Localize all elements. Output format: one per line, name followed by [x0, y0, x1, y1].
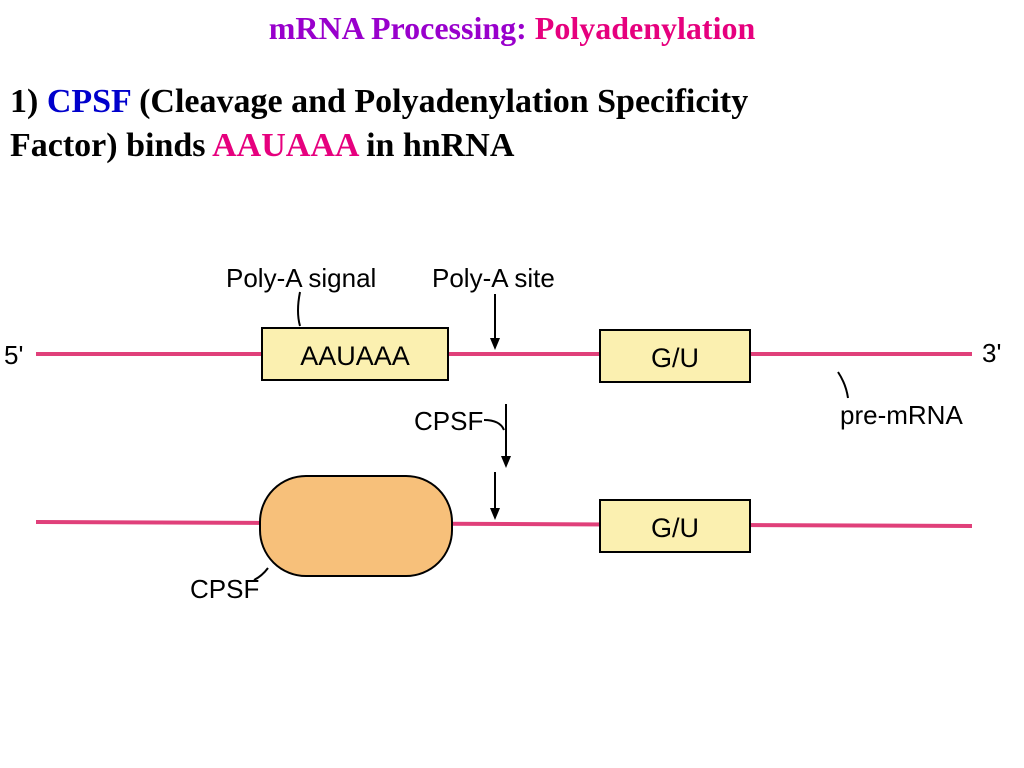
premrna-pointer: [837, 371, 849, 399]
title-part-polyadenylation: Polyadenylation: [534, 10, 756, 46]
step-factor: CPSF: [46, 83, 131, 120]
step-desc-line3: in hnRNA: [366, 127, 515, 164]
cpsf-bound-label: CPSF: [190, 574, 259, 604]
polya-site-arrow-head: [490, 338, 500, 350]
cpsf-bound-pointer: [253, 567, 269, 581]
gu-box-top: [599, 329, 751, 383]
step-description: 1) CPSF (Cleavage and Polyadenylation Sp…: [10, 80, 1010, 168]
step-desc-line1: (Cleavage and Polyadenylation Specificit…: [139, 83, 749, 120]
premrna-label: pre-mRNA: [840, 400, 963, 430]
step-number: 1): [10, 83, 39, 120]
gu-box-bottom: [599, 499, 751, 553]
cpsf-incoming-label: CPSF: [414, 406, 483, 436]
step-desc-line2: Factor) binds: [10, 127, 206, 164]
cpsf-bound-complex: [259, 475, 453, 577]
gu-box-top-label: G/U: [651, 343, 699, 373]
five-prime-label: 5': [4, 340, 23, 370]
signal-box: [261, 327, 449, 381]
cpsf-arrow-head: [501, 456, 511, 468]
polya-site-arrow-bottom-head: [490, 508, 500, 520]
polya-signal-label: Poly-A signal: [226, 263, 376, 293]
polya-signal-pointer: [297, 291, 301, 327]
gu-box-bottom-label: G/U: [651, 513, 699, 543]
slide-title: mRNA Processing: Polyadenylation: [0, 8, 1024, 48]
three-prime-label: 3': [982, 338, 1001, 368]
title-part-processing: mRNA Processing:: [268, 10, 527, 46]
polya-site-label: Poly-A site: [432, 263, 555, 293]
signal-box-label: AAUAAA: [300, 341, 410, 371]
cpsf-incoming-pointer: [483, 419, 505, 431]
step-signal: AAUAAA: [212, 127, 358, 164]
premrna-line-bottom: [35, 520, 973, 528]
